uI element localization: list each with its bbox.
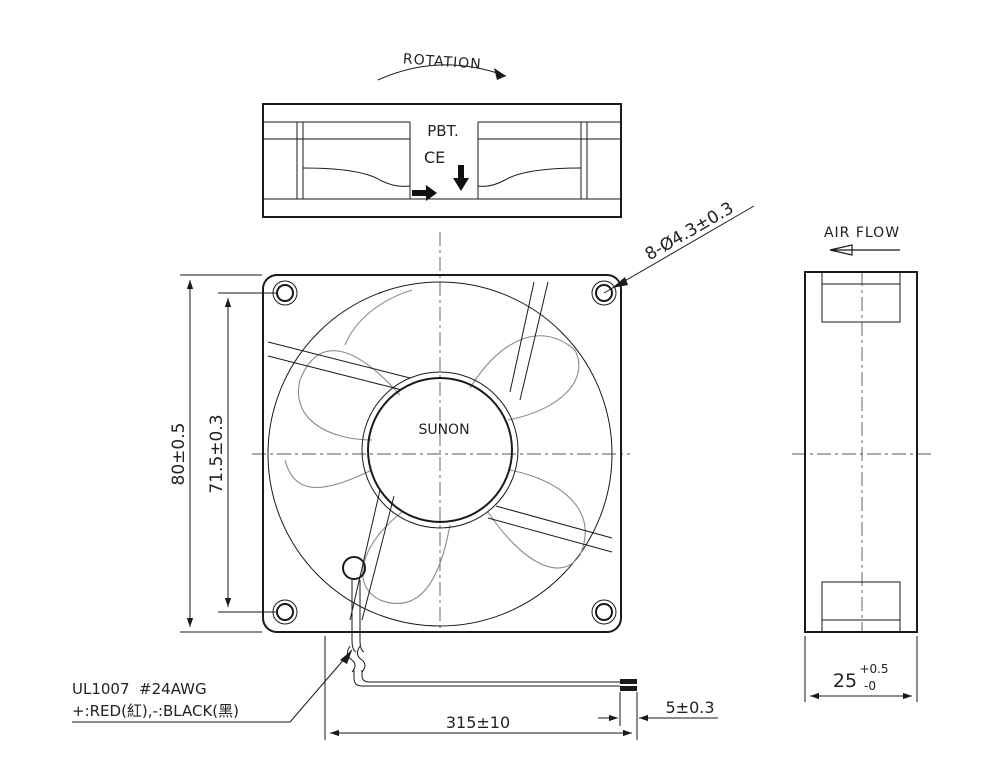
wire-leads <box>346 645 637 691</box>
front-view: SUNON <box>262 274 622 653</box>
top-view: ROTATION PBT. CE <box>262 51 622 218</box>
airflow-direction-arrow-icon <box>412 185 437 201</box>
depth-dimension: 25 <box>833 670 857 692</box>
strut <box>267 341 411 391</box>
rotation-direction-arrow-icon <box>453 165 469 191</box>
depth-tolerance-upper: +0.5 <box>859 662 888 676</box>
side-view: AIR FLOW <box>804 225 918 633</box>
fan-opening <box>267 281 613 627</box>
blade <box>284 459 373 489</box>
blade <box>469 335 580 421</box>
material-label: PBT. <box>427 122 459 140</box>
support-struts <box>267 281 613 621</box>
mounting-hole <box>276 284 294 302</box>
mounting-hole <box>595 603 613 621</box>
blade <box>297 350 401 441</box>
mounting-hole-callout: 8-Ø4.3±0.3 <box>642 198 737 265</box>
lead-length-dimension: 315±10 <box>446 713 510 732</box>
fan-hub <box>367 377 513 523</box>
blade <box>487 469 586 569</box>
strut <box>487 505 613 553</box>
center-lines <box>252 232 932 632</box>
mounting-hole <box>276 603 294 621</box>
wire-terminal <box>620 679 637 684</box>
side-view-frame <box>804 271 918 633</box>
fan-frame <box>262 274 622 633</box>
wire-color-label: +:RED(紅),-:BLACK(黑) <box>72 702 239 720</box>
top-view-frame <box>262 103 622 218</box>
wire-spec-label: UL1007 #24AWG <box>72 680 207 698</box>
lead-wires <box>351 580 365 653</box>
strip-length-dimension: 5±0.3 <box>665 698 714 717</box>
strut <box>509 281 549 401</box>
ce-mark: CE <box>424 148 445 167</box>
rotation-label: ROTATION <box>402 51 482 72</box>
air-flow-label: AIR FLOW <box>824 225 900 241</box>
overall-height-dimension: 80±0.5 <box>169 423 189 486</box>
rotation-arrowhead <box>494 68 506 80</box>
air-flow-arrow-icon <box>829 244 900 256</box>
brand-label: SUNON <box>418 422 469 438</box>
hole-pitch-dimension: 71.5±0.3 <box>207 414 227 493</box>
wire-terminal <box>620 686 637 691</box>
rotation-arc <box>377 64 507 81</box>
wire-clip-icon <box>342 556 366 580</box>
mounting-hole <box>595 284 613 302</box>
blade <box>362 511 451 605</box>
fan-blades <box>284 289 586 605</box>
depth-tolerance-lower: -0 <box>864 679 876 693</box>
strut <box>349 489 395 621</box>
dimension-lines: 80±0.5 71.5±0.3 8-Ø4.3±0.3 25 +0.5 -0 31… <box>72 198 918 740</box>
